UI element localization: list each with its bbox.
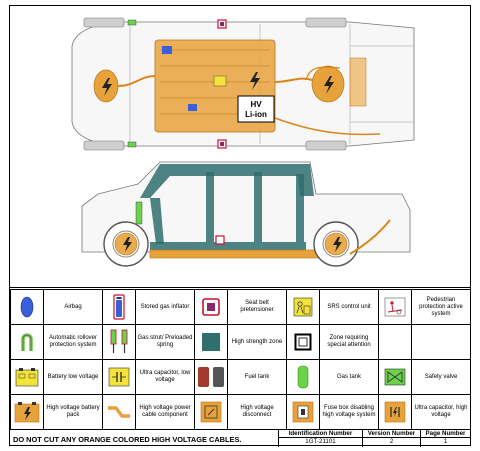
legend-label: Seat belt pretensioner <box>227 289 287 325</box>
version-number-cell: Version Number 2 <box>362 430 420 447</box>
gas-strut-icon <box>102 324 136 360</box>
legend-label: High voltage disconnect <box>227 394 287 430</box>
seatbelt-pretensioner-icon <box>194 289 228 325</box>
legend-label: Stored gas inflator <box>135 289 195 325</box>
hv-battery-pack-icon <box>10 394 44 430</box>
legend-label: Automatic rollover protection system <box>43 324 103 360</box>
battery-low-voltage-icon <box>10 359 44 395</box>
legend-label <box>411 324 471 360</box>
page-number-cell: Page Number 1 <box>420 430 470 447</box>
top-view <box>71 17 415 151</box>
legend-row: Battery low voltage Ultra capacitor, low … <box>10 359 471 395</box>
legend-label: High voltage battery pack <box>43 394 103 430</box>
legend-label: Ultra capacitor, high voltage <box>411 394 471 430</box>
hv-cable-icon <box>102 394 136 430</box>
identification-number-value: 1GT-21101 <box>305 438 336 445</box>
legend-label: Gas strut/ Preloaded spring <box>135 324 195 360</box>
legend-label: Ultra capacitor, low voltage <box>135 359 195 395</box>
side-view <box>81 161 411 267</box>
legend-label: Zone requiring special attention <box>319 324 379 360</box>
high-strength-zone-icon <box>194 324 228 360</box>
safety-valve-icon <box>378 359 412 395</box>
hv-cable-warning: DO NOT CUT ANY ORANGE COLORED HIGH VOLTA… <box>13 435 242 444</box>
ultracap-low-voltage-icon <box>102 359 136 395</box>
page-number-value: 1 <box>443 438 448 445</box>
version-number-header: Version Number <box>363 430 420 438</box>
hv-disconnect-icon <box>194 394 228 430</box>
legend-label: Fuel tank <box>227 359 287 395</box>
legend-table: Airbag Stored gas inflator Seat belt prete… <box>10 289 471 430</box>
identification-number-header: Identification Number <box>279 430 362 438</box>
rollover-protection-icon <box>10 324 44 360</box>
legend-label: SRS control unit <box>319 289 379 325</box>
gas-tank-icon <box>286 359 320 395</box>
legend-label: Gas tank <box>319 359 379 395</box>
legend-row: Airbag Stored gas inflator Seat belt prete… <box>10 289 471 325</box>
vehicle-drawing: HV Li-ion <box>71 17 415 267</box>
pedestrian-protection-icon <box>378 289 412 325</box>
legend-label: Airbag <box>43 289 103 325</box>
fuse-box-icon <box>286 394 320 430</box>
version-number-value: 2 <box>389 438 394 445</box>
legend-label: High voltage power cable component <box>135 394 195 430</box>
legend-label: Battery low voltage <box>43 359 103 395</box>
footer: DO NOT CUT ANY ORANGE COLORED HIGH VOLTA… <box>10 429 470 447</box>
fuel-tank-icon <box>194 359 228 395</box>
hv-badge-line2: Li-ion <box>245 110 267 119</box>
legend-row: High voltage battery pack High voltage po… <box>10 394 471 430</box>
identification-number-cell: Identification Number 1GT-21101 <box>278 430 362 447</box>
legend-label: Fuse box disabling high voltage system <box>319 394 379 430</box>
legend-label: Safety valve <box>411 359 471 395</box>
ultracap-high-voltage-icon <box>378 394 412 430</box>
special-attention-zone-icon <box>286 324 320 360</box>
srs-control-unit-icon <box>286 289 320 325</box>
rescue-sheet: HV Li-ion Airbag Stored gas inflator Seat … <box>9 5 471 447</box>
hv-badge-line1: HV <box>250 100 262 109</box>
airbag-icon <box>10 289 44 325</box>
legend-icon-empty <box>378 324 412 360</box>
legend-label: High strength zone <box>227 324 287 360</box>
legend-label: Pedestrian protection active system <box>411 289 471 325</box>
vehicle-illustration: HV Li-ion <box>10 6 470 288</box>
gas-inflator-icon <box>102 289 136 325</box>
page-number-header: Page Number <box>421 430 470 438</box>
legend-row: Automatic rollover protection system Gas … <box>10 324 471 360</box>
